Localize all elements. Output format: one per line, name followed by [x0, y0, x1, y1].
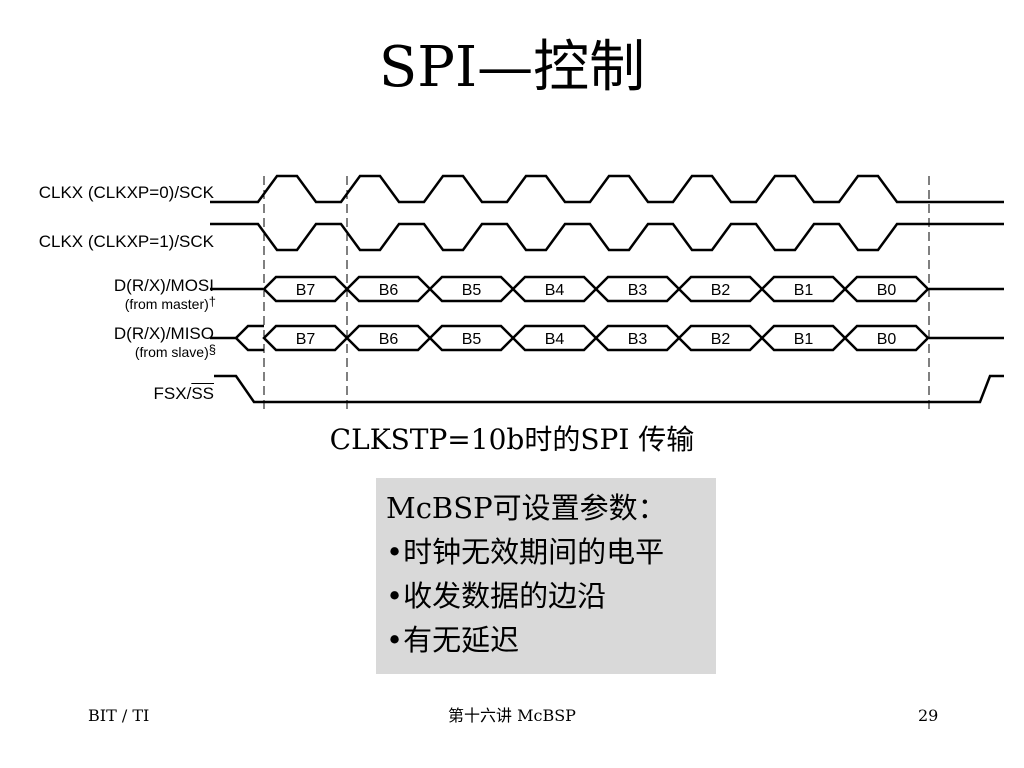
- signal-sublabel-mosi-text: (from master): [124, 296, 209, 312]
- signal-label-clkx-p0: CLKX (CLKXP=0)/SCK: [38, 183, 214, 202]
- miso-waveform: B7 B6 B5 B4 B3 B2 B1 B0: [210, 324, 1004, 352]
- info-box-item-delay: •有无延迟: [386, 623, 520, 657]
- mosi-bit-label: B7: [296, 282, 316, 299]
- signal-label-miso-text: D(R/X)/MISO: [113, 324, 214, 343]
- footer-center: 第十六讲 McBSP: [448, 706, 576, 725]
- mosi-bit-label: B4: [545, 282, 565, 299]
- signal-label-fsx-ss: SS: [191, 384, 214, 403]
- info-box-item-idle-level: •时钟无效期间的电平: [386, 535, 665, 569]
- signal-label-fsx: FSX/SS: [154, 384, 214, 404]
- miso-bit-label: B4: [545, 331, 565, 348]
- clkx-p0-waveform: [210, 174, 1004, 204]
- signal-label-mosi-text: D(R/X)/MOSI: [113, 276, 214, 295]
- mosi-bit-label: B1: [794, 282, 814, 299]
- slide-title: SPI—控制: [378, 35, 646, 100]
- footer-page-number: 29: [918, 706, 939, 725]
- miso-bit-label: B6: [379, 331, 399, 348]
- section-mark: §: [208, 342, 216, 357]
- mosi-waveform: B7 B6 B5 B4 B3 B2 B1 B0: [210, 275, 1004, 303]
- footer-left: BIT / TI: [88, 706, 150, 725]
- mosi-bit-label: B0: [877, 282, 897, 299]
- miso-bit-cell: [843, 324, 930, 352]
- dashed-markers: [263, 176, 930, 412]
- signal-label-mosi: D(R/X)/MOSI: [114, 276, 214, 296]
- diagram-caption: CLKSTP=10b时的SPI 传输: [329, 423, 695, 456]
- info-box-item-edge: •收发数据的边沿: [386, 579, 607, 613]
- miso-bit-label: B7: [296, 331, 316, 348]
- dagger-mark: †: [208, 294, 216, 309]
- signal-sublabel-miso: (from slave)§: [134, 342, 216, 360]
- miso-lead-in: [234, 324, 264, 352]
- mosi-bit-label: B6: [379, 282, 399, 299]
- mosi-bit-label: B2: [711, 282, 731, 299]
- fsx-ss-waveform: [214, 374, 1004, 404]
- signal-sublabel-mosi: (from master)†: [124, 294, 216, 312]
- info-box: McBSP可设置参数： •时钟无效期间的电平 •收发数据的边沿 •有无延迟: [376, 478, 716, 674]
- signal-label-fsx-prefix: FSX/: [153, 384, 192, 403]
- miso-bit-label: B5: [462, 331, 482, 348]
- miso-bit-label: B3: [628, 331, 648, 348]
- mosi-bit-label: B3: [628, 282, 648, 299]
- mosi-bit-label: B5: [462, 282, 482, 299]
- miso-bit-label: B2: [711, 331, 731, 348]
- miso-bit-label: B1: [794, 331, 814, 348]
- mosi-bit-cells: B7 B6 B5 B4 B3 B2 B1 B0: [262, 275, 930, 303]
- mosi-bit-cell: [843, 275, 930, 303]
- signal-label-miso: D(R/X)/MISO: [114, 324, 214, 344]
- signal-sublabel-miso-text: (from slave): [134, 344, 209, 360]
- info-box-heading: McBSP可设置参数：: [386, 491, 667, 525]
- clkx-p1-waveform: [210, 222, 1004, 252]
- miso-bit-label: B0: [877, 331, 897, 348]
- signal-label-clkx-p1: CLKX (CLKXP=1)/SCK: [38, 232, 214, 251]
- miso-bit-cells: B7 B6 B5 B4 B3 B2 B1 B0: [234, 324, 930, 352]
